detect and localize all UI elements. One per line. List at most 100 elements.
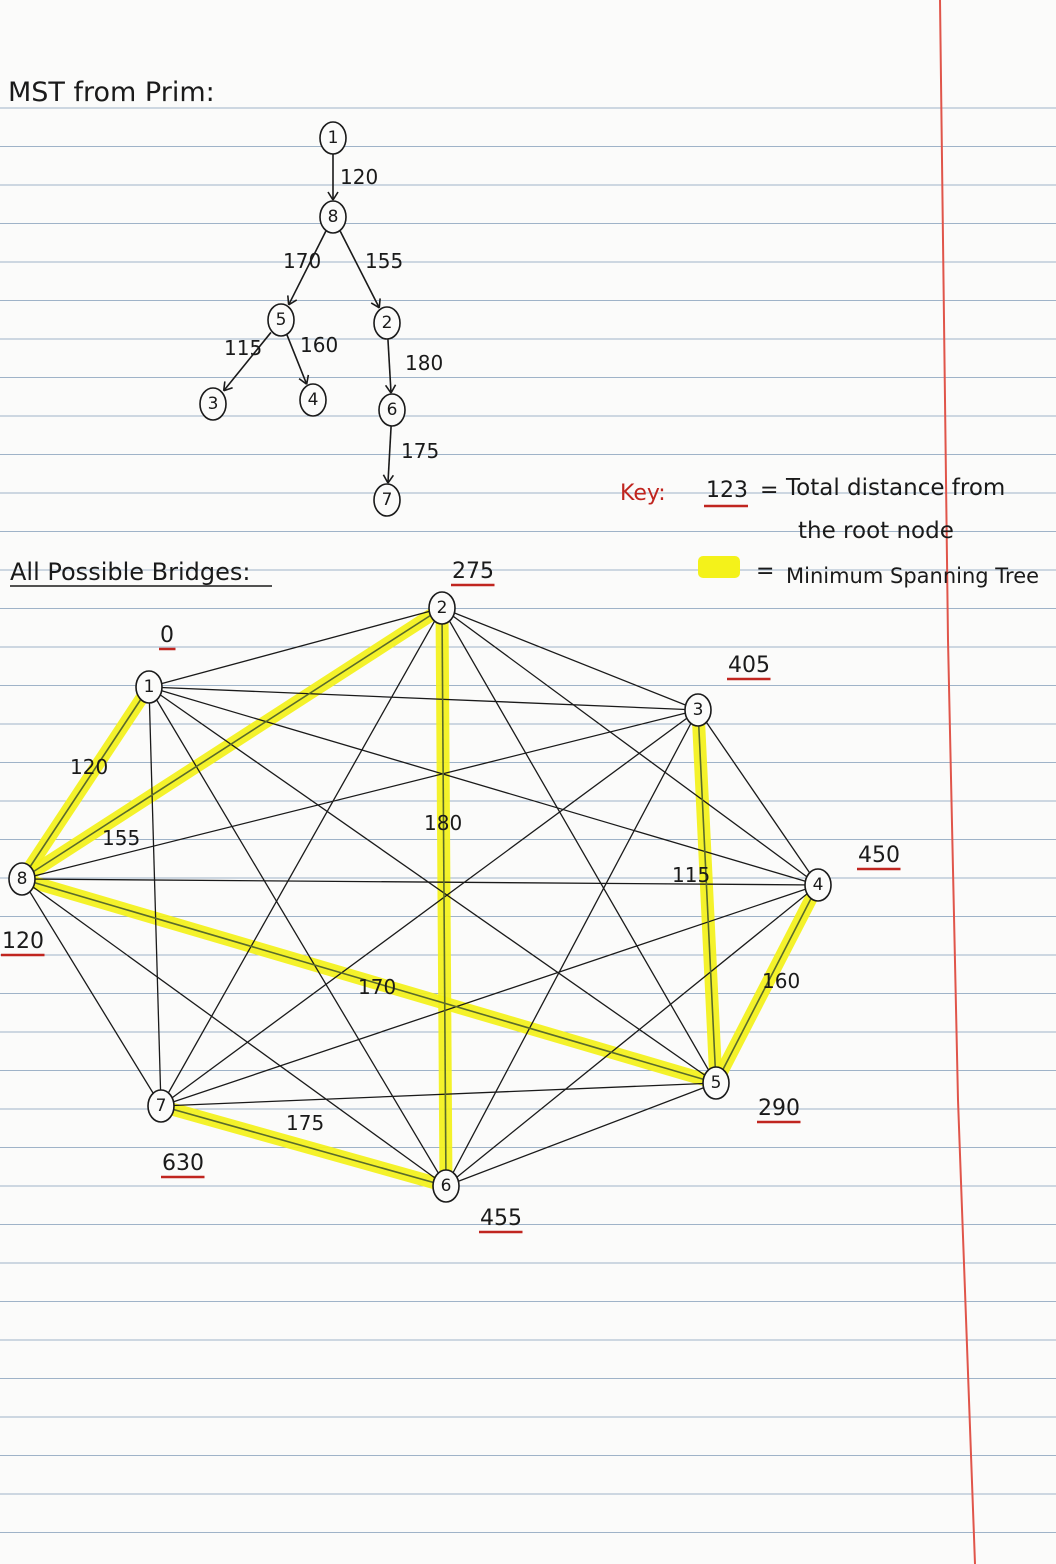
tree-edge-5-4 [286,334,308,385]
graph-node-label: 6 [441,1176,452,1196]
graph-node-4: 4 [804,868,832,902]
graph-node-7: 7 [147,1089,175,1123]
tree-node-5: 5 [267,303,295,337]
graph-edge-3-4 [697,709,819,886]
mst-edge-2-6 [441,607,447,1187]
tree-arrowhead [298,374,310,385]
tree-node-7: 7 [373,483,401,517]
graph-edge-1-6 [148,686,447,1187]
key-legend: Key: 123 = Total distance from the root … [620,475,1039,588]
key-distance-text: Total distance from [785,475,1005,501]
key-equals-2: = [756,559,774,584]
tree-arrowhead [327,191,339,201]
graph-node-3: 3 [684,693,712,727]
node-total-6: 455 [479,1206,523,1234]
graph-edge-5-7 [160,1082,717,1107]
graph-node-5: 5 [702,1066,730,1100]
tree-arrowhead [370,298,381,309]
node-total-2: 275 [451,559,495,587]
key-label: Key: [620,481,666,506]
graph-edge-3-7 [160,709,699,1107]
graph-edge-weight: 120 [70,755,108,779]
graph-node-label: 8 [17,869,28,889]
tree-node-label: 7 [382,490,393,510]
tree-edge-6-7 [387,425,392,484]
tree-node-8: 8 [319,200,347,234]
node-total-label: 120 [2,929,44,954]
tree-node-2: 2 [373,306,401,340]
node-total-5: 290 [757,1096,801,1124]
mst-edge-7-6 [160,1105,447,1187]
graph-edge-5-6 [445,1082,717,1187]
graph-edge-1-3 [148,686,699,711]
node-total-8: 120 [1,929,45,957]
graph-edge-2-4 [441,607,819,886]
graph-edge-2-7 [160,607,443,1107]
tree-edge-8-5 [287,230,327,306]
mst-edge-1-8 [21,686,150,880]
mst-edge-8-2 [21,607,443,880]
mst-edge-3-5 [697,709,717,1084]
graph-node-1: 1 [135,670,163,704]
key-distance-text-2: the root node [798,518,954,544]
node-total-label: 290 [758,1096,800,1121]
key-mst-text: Minimum Spanning Tree [786,564,1039,588]
node-total-3: 405 [727,653,771,681]
graph-edge-1-4 [148,686,819,886]
graph-edge-weight: 160 [762,969,800,993]
node-total-label: 275 [452,559,494,584]
graph-edge-weight: 115 [672,863,710,887]
graph-edge-2-3 [441,607,699,711]
graph-node-label: 7 [156,1096,167,1116]
node-total-1: 0 [159,623,176,651]
tree-node-label: 6 [387,400,398,420]
tree-edge-2-6 [387,338,392,394]
graph-node-label: 5 [711,1073,722,1093]
graph-edge-1-7 [148,686,162,1107]
graph-edge-4-8 [21,878,819,886]
graph-edge-1-2 [148,607,443,688]
node-total-label: 630 [162,1151,204,1176]
graph-node-label: 3 [693,700,704,720]
key-sample-number: 123 [706,478,748,503]
tree-edge-weight: 155 [365,249,403,273]
tree-node-label: 1 [328,128,339,148]
tree-edge-weight: 180 [405,351,443,375]
ruled-lines [0,107,1056,1533]
node-total-label: 405 [728,653,770,678]
mst-edge-8-5 [21,878,717,1084]
mst-edge-4-5 [715,884,819,1084]
tree-node-1: 1 [319,121,347,155]
graph-edge-weight: 170 [358,975,396,999]
graph-edge-weight: 175 [286,1111,324,1135]
tree-node-6: 6 [378,393,406,427]
tree-arrowhead [382,474,395,484]
graph-edge-3-6 [445,709,699,1187]
tree-node-label: 2 [382,313,393,333]
key-highlight-swatch [698,556,740,578]
tree-node-label: 3 [208,394,219,414]
tree-edge-5-3 [223,331,272,392]
graph-node-8: 8 [8,862,36,896]
tree-node-label: 4 [308,390,319,410]
page-title: MST from Prim: [8,77,215,108]
tree-node-3: 3 [199,387,227,421]
tree-edge-weight: 170 [283,249,321,273]
graph-edge-1-5 [148,686,717,1084]
tree-edge-weight: 175 [401,439,439,463]
tree-arrowhead [222,381,233,392]
graph-node-2: 2 [428,591,456,625]
section-title: All Possible Bridges: [10,558,250,586]
graph-node-label: 4 [813,875,824,895]
node-total-label: 455 [480,1206,522,1231]
tree-arrowhead [287,295,298,306]
node-total-label: 0 [160,623,174,648]
margin-line [939,0,976,1564]
tree-edge-weight: 120 [340,165,378,189]
graph-node-label: 1 [144,677,155,697]
node-total-label: 450 [858,843,900,868]
node-total-7: 630 [161,1151,205,1179]
tree-node-label: 5 [276,310,287,330]
